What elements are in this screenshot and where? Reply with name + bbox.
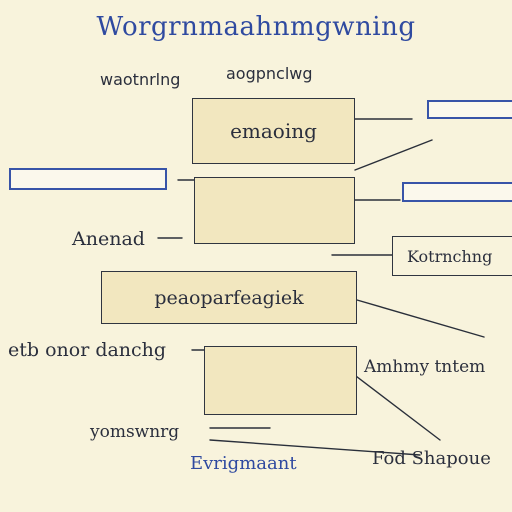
diagram-box-4 bbox=[204, 346, 357, 415]
blue-bar-top-right bbox=[427, 100, 512, 119]
label-top-right: aogpnclwg bbox=[226, 64, 313, 83]
connector-bottom-long bbox=[209, 439, 421, 456]
diagram-box-3-label: peaoparfeagiek bbox=[154, 286, 304, 309]
connector-box1-diagonal bbox=[354, 139, 433, 171]
blue-bar-right bbox=[402, 182, 512, 202]
connector-box3-diagonal bbox=[356, 299, 485, 338]
diagram-box-3: peaoparfeagiek bbox=[101, 271, 357, 324]
tag-right-label: Kotrnchng bbox=[407, 246, 493, 266]
label-left-low: etb onor danchg bbox=[8, 339, 167, 361]
blue-bar-left bbox=[9, 168, 167, 190]
diagram-title: Worgrnmaahnmgwning bbox=[96, 12, 416, 42]
label-bottom-blue: Evrigmaant bbox=[190, 453, 297, 474]
label-top-left: waotnrlng bbox=[100, 70, 181, 89]
label-right-low: Amhmy tntem bbox=[364, 357, 486, 377]
diagram-box-2 bbox=[194, 177, 355, 244]
label-bottom-right: Fod Shapoue bbox=[372, 448, 491, 469]
label-bottom-left: yomswnrg bbox=[90, 422, 180, 442]
tag-right: Kotrnchng bbox=[392, 236, 512, 276]
connector-box4-right bbox=[347, 369, 441, 441]
diagram-box-1: emaoing bbox=[192, 98, 355, 164]
diagram-box-1-label: emaoing bbox=[230, 119, 317, 143]
label-left-mid: Anenad bbox=[72, 228, 145, 250]
